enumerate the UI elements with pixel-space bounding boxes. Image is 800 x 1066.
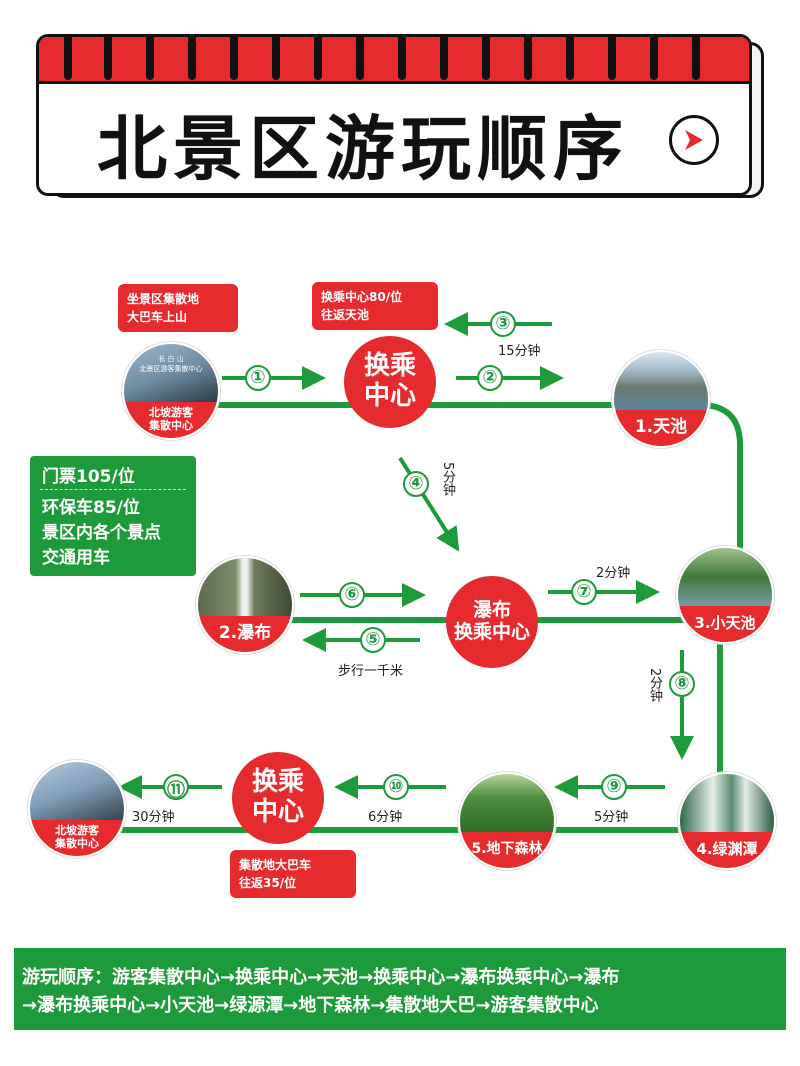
- note-bus-price: 集散地大巴车 往返35/位: [230, 850, 356, 898]
- photo-caption-line: 长 白 山: [158, 355, 184, 363]
- step-5: ⑤: [365, 629, 381, 650]
- time-label-8: 2分钟: [647, 668, 662, 703]
- ticket-line: 交通用车: [42, 548, 110, 568]
- header-band: [39, 37, 749, 84]
- hub-label: 中心: [363, 381, 416, 411]
- note-line: 往返天池: [321, 308, 370, 322]
- step-6: ⑥: [344, 584, 360, 605]
- step-8: ⑧: [674, 673, 690, 694]
- binder-ring: [188, 34, 196, 80]
- binder-ring: [566, 34, 574, 80]
- photo-building: [30, 762, 124, 821]
- hub-label: 瀑布: [472, 599, 511, 622]
- spot-north-center-top: 长 白 山 北景区游客集散中心 北坡游客 集散中心: [122, 342, 220, 440]
- header-card: 北景区游玩顺序: [36, 34, 752, 196]
- time-label-4: 5分钟: [440, 462, 455, 497]
- hub-transfer-top: 换乘中心: [344, 336, 436, 428]
- spot-label: 3.小天池: [678, 606, 772, 642]
- photo-lake: [614, 352, 708, 411]
- photo-forest: [460, 774, 554, 833]
- spot-lvyuan: 4.绿渊潭: [678, 772, 776, 870]
- photo-cascade: [680, 774, 774, 833]
- photo-pond: [678, 548, 772, 607]
- time-label-5: 步行一千米: [338, 664, 404, 679]
- photo-building: [124, 344, 218, 403]
- spot-label: 北坡游客 集散中心: [30, 820, 124, 856]
- ticket-line: 景区内各个景点: [42, 523, 161, 543]
- binder-ring: [230, 34, 238, 80]
- step-9: ⑨: [606, 776, 622, 797]
- spot-label: 4.绿渊潭: [680, 832, 774, 868]
- step-2: ②: [482, 367, 498, 388]
- hub-transfer-bottom: 换乘中心: [232, 752, 324, 844]
- route-summary-line: 游玩顺序：游客集散中心→换乘中心→天池→换乘中心→瀑布换乘中心→瀑布: [22, 967, 620, 988]
- hub-label: 中心: [251, 797, 304, 827]
- spot-label-line: 北坡游客: [55, 824, 99, 838]
- ticket-price: 门票105/位: [42, 467, 135, 487]
- note-line: 坐景区集散地: [127, 292, 200, 306]
- step-7: ⑦: [576, 581, 592, 602]
- binder-ring: [692, 34, 700, 80]
- spot-label: 2.瀑布: [198, 616, 292, 652]
- photo-caption-line: 北景区游客集散中心: [139, 365, 203, 373]
- note-line: 往返35/位: [239, 876, 297, 890]
- spot-north-center-bottom: 北坡游客 集散中心: [28, 760, 126, 858]
- page-title: 北景区游玩顺序: [97, 108, 629, 190]
- route-summary-line: →瀑布换乘中心→小天池→绿源潭→地下森林→集散地大巴→游客集散中心: [22, 995, 599, 1016]
- spot-waterfall: 2.瀑布: [196, 556, 294, 654]
- note-line: 换乘中心80/位: [321, 290, 403, 304]
- chevron-right-icon: [685, 130, 703, 150]
- binder-ring: [440, 34, 448, 80]
- time-label-11: 30分钟: [132, 810, 175, 825]
- binder-ring: [482, 34, 490, 80]
- spot-label: 5.地下森林: [460, 832, 554, 868]
- time-label-7: 2分钟: [596, 566, 631, 581]
- binder-ring: [398, 34, 406, 80]
- step-arrow-4: [398, 456, 460, 552]
- route-summary-box: 游玩顺序：游客集散中心→换乘中心→天池→换乘中心→瀑布换乘中心→瀑布 →瀑布换乘…: [14, 948, 786, 1030]
- note-line: 集散地大巴车: [239, 858, 312, 872]
- spot-tianchi: 1.天池: [612, 350, 710, 448]
- photo-caption: 长 白 山 北景区游客集散中心: [134, 354, 208, 374]
- step-11: ⑪: [167, 780, 185, 801]
- hub-label: 换乘: [363, 351, 416, 382]
- step-10: ⑩: [388, 776, 404, 797]
- binder-ring: [104, 34, 112, 80]
- hub-label: 换乘中心: [453, 621, 530, 643]
- binder-ring: [524, 34, 532, 80]
- binder-ring: [64, 34, 72, 80]
- spot-label-line: 集散中心: [55, 837, 99, 851]
- binder-ring: [356, 34, 364, 80]
- ticket-divider: [40, 489, 186, 490]
- spot-label: 1.天池: [614, 410, 708, 446]
- photo-waterfall: [198, 558, 292, 617]
- hub-label: 换乘: [251, 767, 304, 798]
- note-transfer-price: 换乘中心80/位 往返天池: [312, 282, 438, 330]
- binder-ring: [314, 34, 322, 80]
- binder-ring: [146, 34, 154, 80]
- spot-label-line: 北坡游客: [149, 406, 193, 420]
- spot-forest: 5.地下森林: [458, 772, 556, 870]
- binder-ring: [650, 34, 658, 80]
- time-label-3: 15分钟: [498, 344, 541, 359]
- ticket-info-box: 门票105/位 环保车85/位 景区内各个景点 交通用车: [30, 456, 196, 576]
- binder-ring: [608, 34, 616, 80]
- step-1: ①: [250, 367, 266, 388]
- step-4: ④: [408, 473, 424, 494]
- arrow-right-button[interactable]: [669, 115, 719, 165]
- ticket-line: 环保车85/位: [42, 498, 140, 518]
- hub-waterfall-transfer: 瀑布换乘中心: [446, 576, 538, 668]
- binder-ring: [272, 34, 280, 80]
- note-line: 大巴车上山: [127, 310, 188, 324]
- ticket-details: 环保车85/位 景区内各个景点 交通用车: [42, 496, 161, 571]
- spot-small-tianchi: 3.小天池: [676, 546, 774, 644]
- spot-label: 北坡游客 集散中心: [124, 402, 218, 438]
- step-3: ③: [495, 313, 511, 334]
- time-label-9: 5分钟: [594, 810, 629, 825]
- note-bus-up: 坐景区集散地 大巴车上山: [118, 284, 238, 332]
- route-summary-text: 游玩顺序：游客集散中心→换乘中心→天池→换乘中心→瀑布换乘中心→瀑布 →瀑布换乘…: [22, 964, 782, 1020]
- time-label-10: 6分钟: [368, 810, 403, 825]
- spot-label-line: 集散中心: [149, 419, 193, 433]
